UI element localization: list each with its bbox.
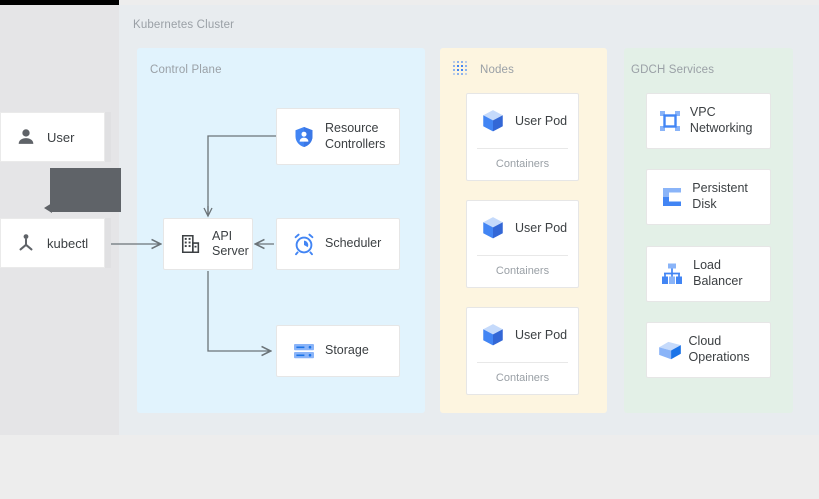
api-server-icon [172, 233, 210, 255]
tooltip-overlay [50, 168, 121, 212]
pod-label: User Pod [515, 328, 568, 342]
card-user-pod[interactable]: User Pod Containers [466, 93, 579, 181]
card-label: Storage [325, 343, 369, 358]
card-cloud-operations[interactable]: Cloud Operations [646, 322, 771, 378]
card-resource-controllers[interactable]: Resource Controllers [276, 108, 400, 165]
card-user-pod[interactable]: User Pod Containers [466, 200, 579, 288]
service-label: Persistent Disk [692, 181, 748, 211]
pod-header: User Pod [467, 94, 578, 148]
storage-icon [285, 339, 323, 363]
divider [477, 362, 568, 363]
card-storage[interactable]: Storage [276, 325, 400, 377]
service-label: Load Balancer [693, 258, 743, 288]
divider [477, 148, 568, 149]
card-scheduler[interactable]: Scheduler [276, 218, 400, 270]
alarm-clock-icon [285, 232, 323, 256]
vpc-networking-icon [653, 109, 688, 133]
pod-sublabel: Containers [495, 158, 550, 170]
actor-label: User [47, 129, 75, 145]
actor-label: kubectl [47, 235, 89, 251]
card-label: Resource Controllers [325, 121, 386, 151]
card-label: Scheduler [325, 236, 382, 251]
cube-icon [473, 108, 513, 134]
card-api-server[interactable]: API Server [163, 218, 253, 270]
actor-kubectl[interactable]: kubectl [0, 218, 105, 268]
pod-label: User Pod [515, 221, 568, 235]
zone-title-control-plane: Control Plane [150, 64, 222, 76]
kubectl-icon [9, 232, 43, 254]
actor-user[interactable]: User [0, 112, 105, 162]
person-icon [9, 126, 43, 148]
cube-icon [473, 322, 513, 348]
zone-title-gdch-services: GDCH Services [631, 64, 715, 76]
zone-title-nodes: Nodes [480, 64, 514, 76]
card-persistent-disk[interactable]: Persistent Disk [646, 169, 771, 225]
service-label: VPC Networking [689, 105, 753, 135]
card-vpc-networking[interactable]: VPC Networking [646, 93, 771, 149]
card-user-pod[interactable]: User Pod Containers [466, 307, 579, 395]
card-label: API Server [212, 228, 249, 259]
pod-sublabel: Containers [495, 265, 550, 277]
shield-person-icon [285, 125, 323, 149]
cloud-operations-icon [653, 337, 687, 363]
persistent-disk-icon [653, 185, 690, 209]
pod-label: User Pod [515, 114, 568, 128]
pod-sublabel: Containers [495, 372, 550, 384]
service-label: Cloud Operations [688, 334, 750, 364]
divider [477, 255, 568, 256]
dotted-grid-icon [453, 61, 467, 75]
top-black-bar [0, 0, 119, 5]
pod-header: User Pod [467, 308, 578, 362]
cluster-label: Kubernetes Cluster [133, 19, 235, 31]
pod-header: User Pod [467, 201, 578, 255]
load-balancer-icon [653, 262, 691, 286]
cube-icon [473, 215, 513, 241]
tooltip-pointer [44, 203, 52, 213]
card-load-balancer[interactable]: Load Balancer [646, 246, 771, 302]
